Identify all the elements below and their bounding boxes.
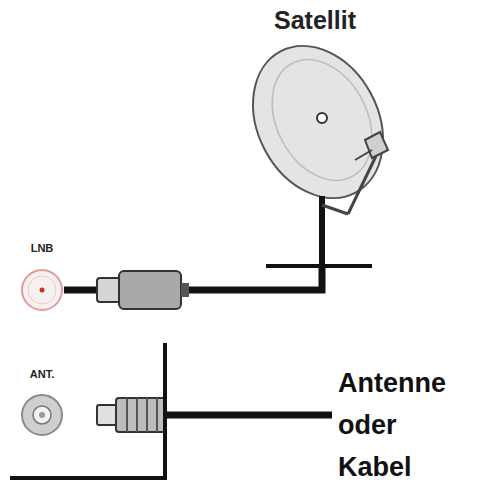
coax-cable (97, 398, 332, 432)
cable-label: Antenne oder Kabel (338, 362, 466, 488)
node-label: Satellit (232, 6, 398, 35)
satellite-dish-box: Satellit (232, 2, 398, 266)
lnb-socket-box: LNB (20, 242, 64, 312)
lnb-socket (22, 270, 62, 310)
f-connector-plug (97, 271, 189, 309)
panel-edge (10, 343, 165, 478)
antenna-socket (22, 395, 62, 435)
antenna-socket-box: ANT. (20, 368, 64, 437)
satellite-dish (227, 23, 408, 266)
node-label: LNB (20, 242, 64, 254)
node-label: ANT. (20, 368, 64, 380)
